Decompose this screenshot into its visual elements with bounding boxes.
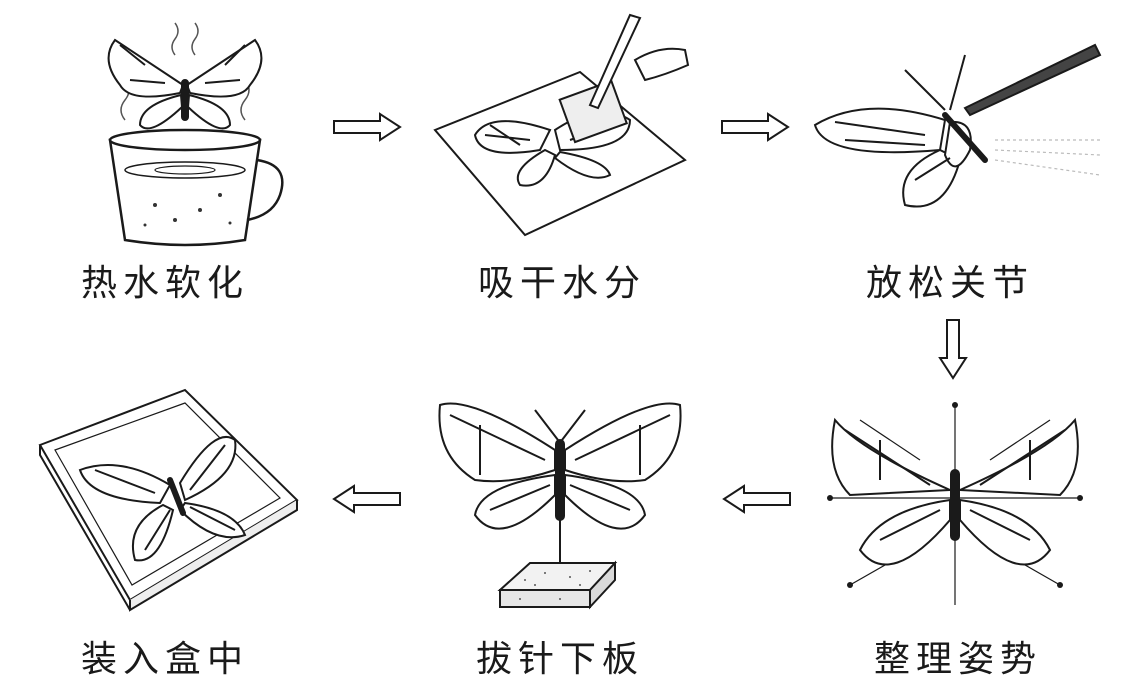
down-arrow-icon	[938, 318, 968, 380]
butterfly-icon	[831, 417, 1079, 566]
step-box-illustration	[35, 385, 300, 612]
step-unpin-illustration	[430, 385, 690, 615]
foam-board-icon	[497, 560, 618, 610]
tweezers-icon	[963, 43, 1102, 117]
left-arrow-icon	[332, 484, 402, 514]
specimen-box-icon	[38, 388, 299, 612]
right-arrow-icon	[720, 112, 790, 142]
left-arrow-icon	[722, 484, 792, 514]
butterfly-icon	[107, 38, 263, 130]
step-label-box: 装入盒中	[80, 639, 249, 680]
step-soften-illustration	[85, 22, 285, 250]
step-label-soften: 热水软化	[80, 263, 249, 304]
butterfly-icon	[813, 54, 988, 208]
step-label-unpin: 拔针下板	[475, 639, 644, 680]
butterfly-icon	[438, 402, 682, 530]
butterfly-icon	[78, 435, 247, 562]
right-arrow-icon	[332, 112, 402, 142]
step-label-relax: 放松关节	[865, 263, 1034, 304]
tweezers-icon	[588, 13, 690, 110]
step-label-arrange: 整理姿势	[873, 639, 1042, 680]
step-label-blot: 吸干水分	[477, 263, 646, 304]
step-blot-illustration	[430, 10, 695, 245]
cup-icon	[108, 128, 284, 247]
step-arrange-illustration	[820, 400, 1090, 610]
step-relax-illustration	[805, 40, 1105, 220]
